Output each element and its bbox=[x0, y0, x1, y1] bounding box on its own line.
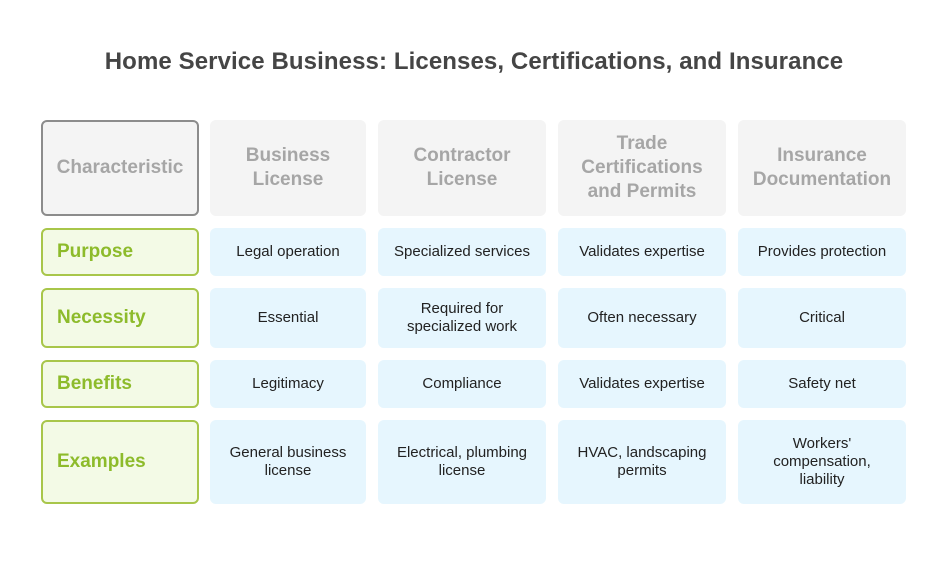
table-cell: Safety net bbox=[738, 360, 906, 408]
page-title: Home Service Business: Licenses, Certifi… bbox=[104, 48, 844, 75]
table-cell: Validates expertise bbox=[558, 228, 726, 276]
table-cell: Often necessary bbox=[558, 288, 726, 348]
table-cell: Electrical, plumbing license bbox=[378, 420, 546, 504]
table-cell: HVAC, landscaping permits bbox=[558, 420, 726, 504]
table-cell: Critical bbox=[738, 288, 906, 348]
table-cell: Validates expertise bbox=[558, 360, 726, 408]
table-cell: Compliance bbox=[378, 360, 546, 408]
row-label-necessity: Necessity bbox=[41, 288, 199, 348]
table-cell: Legal operation bbox=[210, 228, 366, 276]
table-cell: Legitimacy bbox=[210, 360, 366, 408]
row-label-purpose: Purpose bbox=[41, 228, 199, 276]
column-header-insurance-documentation: Insurance Documentation bbox=[738, 120, 906, 216]
corner-header: Characteristic bbox=[41, 120, 199, 216]
table-cell: Workers' compensation, liability bbox=[738, 420, 906, 504]
row-label-examples: Examples bbox=[41, 420, 199, 504]
table-cell: Provides protection bbox=[738, 228, 906, 276]
table-cell: General business license bbox=[210, 420, 366, 504]
column-header-contractor-license: Contractor License bbox=[378, 120, 546, 216]
table-cell: Required for specialized work bbox=[378, 288, 546, 348]
column-header-business-license: Business License bbox=[210, 120, 366, 216]
row-label-benefits: Benefits bbox=[41, 360, 199, 408]
table-cell: Specialized services bbox=[378, 228, 546, 276]
column-header-trade-certifications: Trade Certifications and Permits bbox=[558, 120, 726, 216]
table-cell: Essential bbox=[210, 288, 366, 348]
